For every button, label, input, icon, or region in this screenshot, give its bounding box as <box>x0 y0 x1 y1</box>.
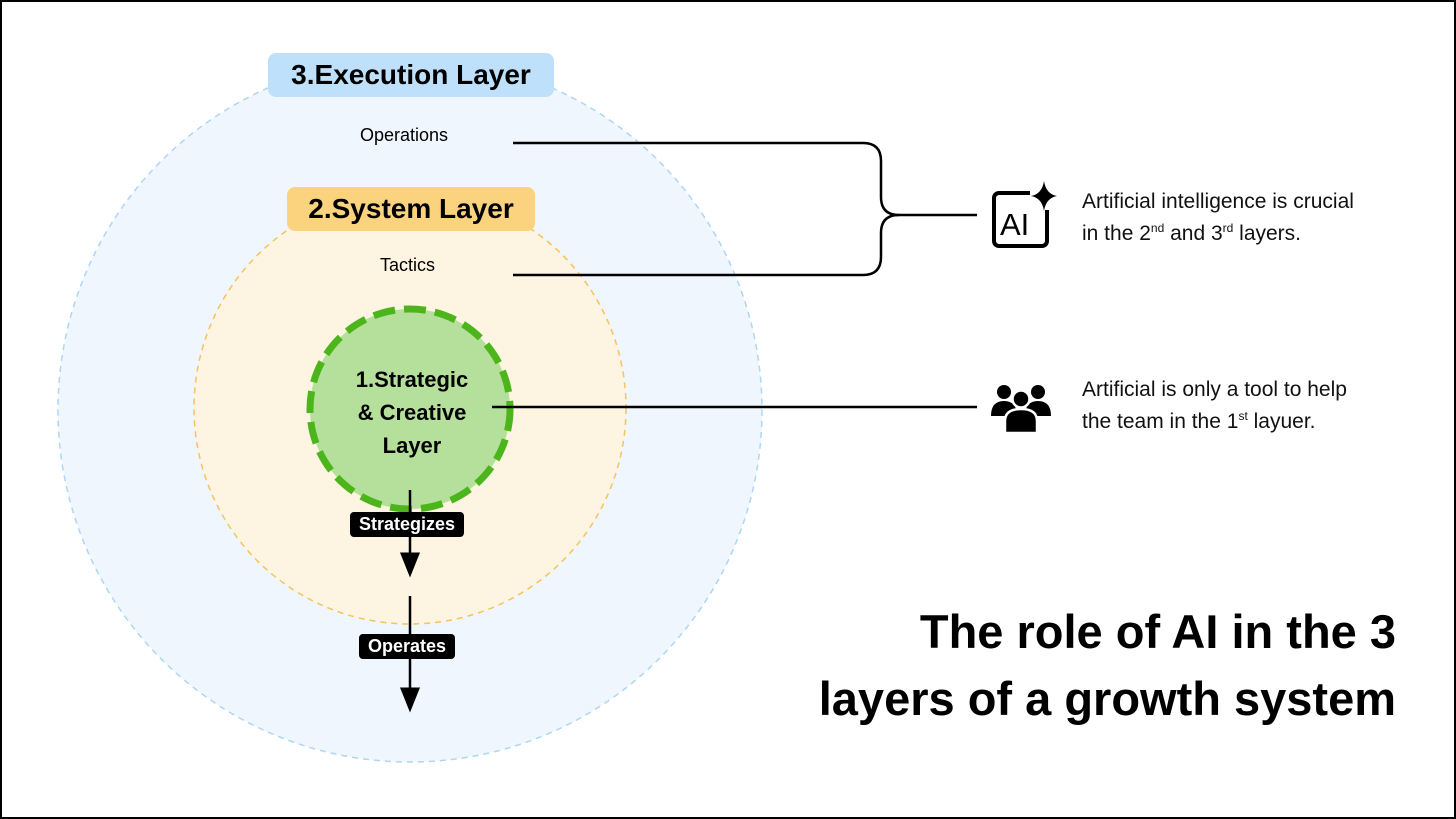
operations-label: Operations <box>360 125 449 145</box>
headline: The role of AI in the 3 layers of a grow… <box>819 598 1396 732</box>
ai-icon-text: AI <box>1000 207 1029 242</box>
operates-tag: Operates <box>359 634 456 659</box>
ai-note-line2-b: and 3 <box>1164 222 1223 245</box>
team-note-line2-a: the team in the 1 <box>1082 410 1239 433</box>
ai-note-line1: Artificial intelligence is crucial <box>1082 190 1354 213</box>
system-layer-title: 2.System Layer <box>287 187 535 231</box>
ai-note-sup2: rd <box>1222 221 1234 235</box>
team-note-line1: Artificial is only a tool to help <box>1082 378 1347 401</box>
ai-note-sup1: nd <box>1150 221 1165 235</box>
team-note: Artificial is only a tool to help the te… <box>1082 374 1347 438</box>
strategic-layer-title: 1.Strategic & Creative Layer <box>310 315 514 509</box>
headline-line1: The role of AI in the 3 <box>919 605 1396 658</box>
ai-note-line2-c: layers. <box>1233 222 1301 245</box>
tactics-label: Tactics <box>380 255 436 275</box>
team-note-sup: st <box>1238 409 1248 423</box>
system-layer-label: 2.System Layer <box>308 193 514 224</box>
team-icon <box>991 385 1051 435</box>
operations-connector <box>513 141 977 217</box>
ai-note-line2-a: in the 2 <box>1082 222 1151 245</box>
team-note-line2-b: layuer. <box>1247 410 1316 433</box>
execution-layer-label: 3.Execution Layer <box>291 59 531 90</box>
strategizes-tag: Strategizes <box>350 512 465 537</box>
execution-layer-title: 3.Execution Layer <box>268 53 554 97</box>
headline-line2: layers of a growth system <box>818 672 1396 725</box>
team-note-line2: the team in the 1st layuer. <box>1082 406 1347 438</box>
strategic-layer-line3: Layer <box>382 432 442 458</box>
ai-note-line2: in the 2nd and 3rd layers. <box>1082 218 1354 250</box>
strategic-layer-line2: & Creative <box>357 399 467 425</box>
tactics-connector <box>513 213 900 277</box>
ai-sparkle-icon: AI <box>992 181 1057 248</box>
strategic-layer-line1: 1.Strategic <box>355 366 469 392</box>
ai-note: Artificial intelligence is crucial in th… <box>1082 186 1354 250</box>
